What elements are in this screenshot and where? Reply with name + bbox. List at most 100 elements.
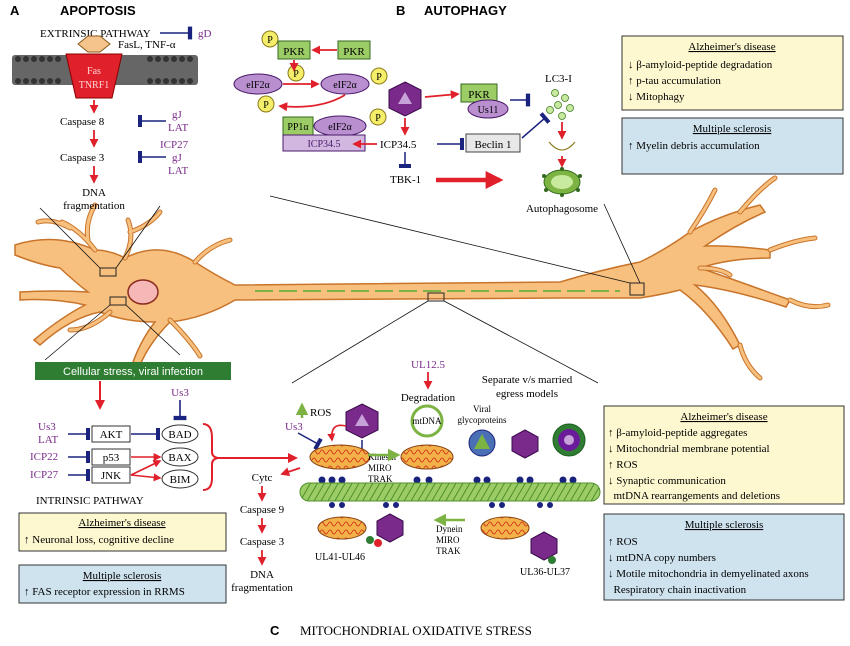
c-ad-item-4: mtDNA rearrangements and deletions: [608, 490, 780, 502]
b-ms-item-0: ↑ Myelin debris accumulation: [628, 140, 760, 152]
bim-label: BIM: [170, 474, 191, 486]
fas-receptor-label: Fas: [87, 66, 101, 77]
pkr-us11-label: PKR: [468, 89, 490, 101]
a-ms-box: [18, 564, 227, 604]
us3-top-label: Us3: [171, 387, 189, 399]
pkr-box: [337, 40, 371, 60]
neuron: [14, 175, 831, 381]
bad-oval: [161, 424, 199, 444]
a-ms-title: Multiple sclerosis: [83, 570, 162, 582]
eif2a-right: [320, 73, 370, 95]
kinesin-label: Kinesin: [368, 452, 396, 462]
us11-oval: [467, 99, 509, 119]
ul125-label: UL12.5: [411, 359, 445, 371]
c-ad-item-1: ↓ Mitochondrial membrane potential: [608, 443, 770, 455]
caspase8-inhibitor-gj: gJ: [172, 109, 183, 121]
b-ad-title: Alzheimer's disease: [688, 41, 775, 53]
beclin-box: [465, 133, 521, 153]
p-badge-1: P: [267, 35, 273, 46]
extrinsic-pathway-label: EXTRINSIC PATHWAY: [40, 28, 151, 40]
section-a-title: APOPTOSIS: [60, 3, 136, 18]
c-ms-title: Multiple sclerosis: [685, 519, 764, 531]
viral-gp-line1: Viral: [473, 404, 491, 414]
pp1a-label: PP1α: [287, 122, 309, 133]
a-ms-item: ↑ FAS receptor expression in RRMS: [24, 586, 185, 598]
zoom-lines: [39, 195, 641, 384]
fas-ligand-hexagon: [77, 35, 111, 53]
egress-line1: Separate v/s married: [482, 374, 573, 386]
c-ad-item-0: ↑ β-amyloid-peptide aggregates: [608, 427, 747, 439]
c-ms-item-1: ↓ mtDNA copy numbers: [608, 552, 716, 564]
caspase3-label: Caspase 3: [60, 152, 105, 164]
dynein-label: Dynein: [436, 524, 463, 534]
tbk1-label: TBK-1: [390, 174, 421, 186]
us11-label: Us11: [478, 105, 499, 116]
virus-icon: [388, 81, 422, 117]
miro-label: MIRO: [368, 463, 392, 473]
bim-oval: [161, 469, 199, 489]
c-ms-box: [603, 513, 845, 601]
bcl2-brace: [202, 423, 219, 491]
dynein-miro-label: MIRO: [436, 535, 460, 545]
phagophore: [548, 141, 576, 151]
viral-glycoprotein-particles: [468, 423, 586, 459]
c-ms-item-0: ↑ ROS: [608, 536, 638, 548]
intrinsic-pathway-label: INTRINSIC PATHWAY: [36, 495, 144, 507]
icp22-label: ICP22: [30, 451, 58, 463]
section-b-title: AUTOPHAGY: [424, 3, 507, 18]
eif2a-left-label: eIF2α: [246, 80, 270, 91]
autophagosome-icon: [542, 167, 582, 197]
fragmentation-label: fragmentation: [63, 200, 125, 212]
us3-mito-label: Us3: [285, 421, 303, 433]
pkr-phospho-box: [277, 40, 311, 60]
cytc-label: Cytc: [252, 472, 273, 484]
section-c-letter: C: [270, 623, 280, 638]
us3-label: Us3: [38, 421, 56, 433]
mtdna-label: mtDNA: [413, 416, 443, 426]
egress-line2: egress models: [496, 388, 558, 400]
dna-mito-label: DNA: [250, 569, 274, 581]
icp345-label: ICP34.5: [380, 139, 417, 151]
vesicle-motors: [318, 476, 577, 484]
lower-mitochondria: [317, 513, 558, 564]
p53-label: p53: [103, 452, 120, 464]
bax-label: BAX: [168, 452, 191, 464]
icp27-intrinsic-label: ICP27: [30, 469, 59, 481]
eif2a-right-label: eIF2α: [333, 80, 357, 91]
mitochondrion-1: [309, 444, 371, 470]
tnrf1-label: TNRF1: [79, 80, 110, 91]
pkr-label: PKR: [343, 46, 365, 58]
caspase3-mito-label: Caspase 3: [240, 536, 285, 548]
microtubule: [299, 482, 601, 502]
lc3-label: LC3-I: [545, 73, 572, 85]
c-ms-item-2: ↓ Motile mitochondria in demyelinated ax…: [608, 568, 809, 580]
b-ms-box: [621, 117, 844, 175]
bax-oval: [161, 447, 199, 467]
beclin-label: Beclin 1: [475, 139, 512, 151]
icp345-box: [282, 134, 366, 152]
lc3-dots: [546, 89, 574, 120]
fasl-tnf-label: FasL, TNF-α: [118, 39, 176, 51]
autophagosome-label: Autophagosome: [526, 203, 598, 215]
caspase3-inhibitor-lat: LAT: [168, 165, 188, 177]
akt-label: AKT: [100, 429, 123, 441]
bad-label: BAD: [168, 429, 191, 441]
caspase8-label: Caspase 8: [60, 116, 105, 128]
dynein-trak-label: TRAK: [436, 546, 461, 556]
virus-icon-mito: [345, 403, 379, 439]
dna-label: DNA: [82, 187, 106, 199]
c-ad-title: Alzheimer's disease: [680, 411, 767, 423]
gd-label: gD: [198, 28, 212, 40]
b-ad-item-0: ↓ β-amyloid-peptide degradation: [628, 59, 773, 71]
dynein-motors: [329, 502, 553, 508]
p-badge-3: P: [376, 72, 382, 83]
eif2a-bound-label: eIF2α: [328, 122, 352, 133]
c-ms-item-3: Respiratory chain inactivation: [608, 584, 747, 596]
b-ad-item-1: ↑ p-tau accumulation: [628, 75, 721, 87]
pkr-phospho-label: PKR: [283, 46, 305, 58]
stress-banner: [35, 362, 231, 380]
p-badge-2: P: [293, 69, 299, 80]
fas-receptor: [65, 53, 123, 99]
degradation-label: Degradation: [401, 392, 456, 404]
